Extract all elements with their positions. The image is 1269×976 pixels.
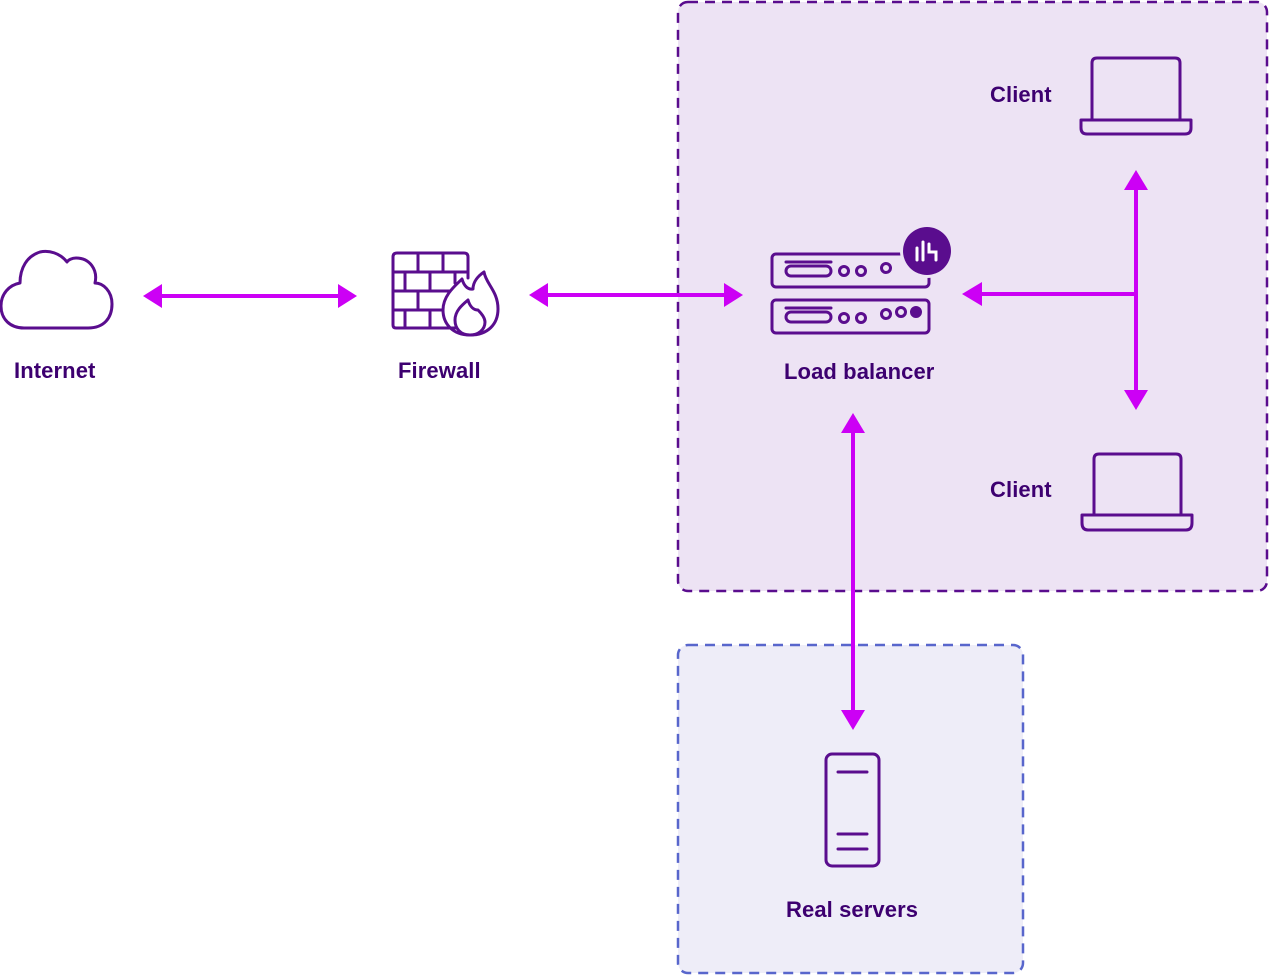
firewall-label: Firewall	[398, 358, 481, 383]
arrow-firewall-load-balancer	[529, 283, 743, 307]
load-balancer-label: Load balancer	[784, 359, 935, 384]
arrow-internet-firewall	[143, 284, 357, 308]
real-servers-zone	[676, 643, 1025, 975]
laptop-icon	[1080, 452, 1194, 532]
internet-label: Internet	[14, 358, 96, 383]
arrow-load-balancer-real-servers	[841, 413, 865, 730]
firewall-icon	[391, 251, 500, 337]
cloud-icon	[0, 249, 114, 330]
real-servers-label: Real servers	[786, 897, 919, 922]
laptop-icon	[1079, 56, 1193, 136]
client-label-bottom: Client	[990, 477, 1052, 502]
tower-server-icon	[824, 752, 881, 868]
client-label-top: Client	[990, 82, 1052, 107]
arrow-clients-load-balancer	[962, 170, 1148, 410]
brand-badge-icon	[900, 224, 954, 278]
